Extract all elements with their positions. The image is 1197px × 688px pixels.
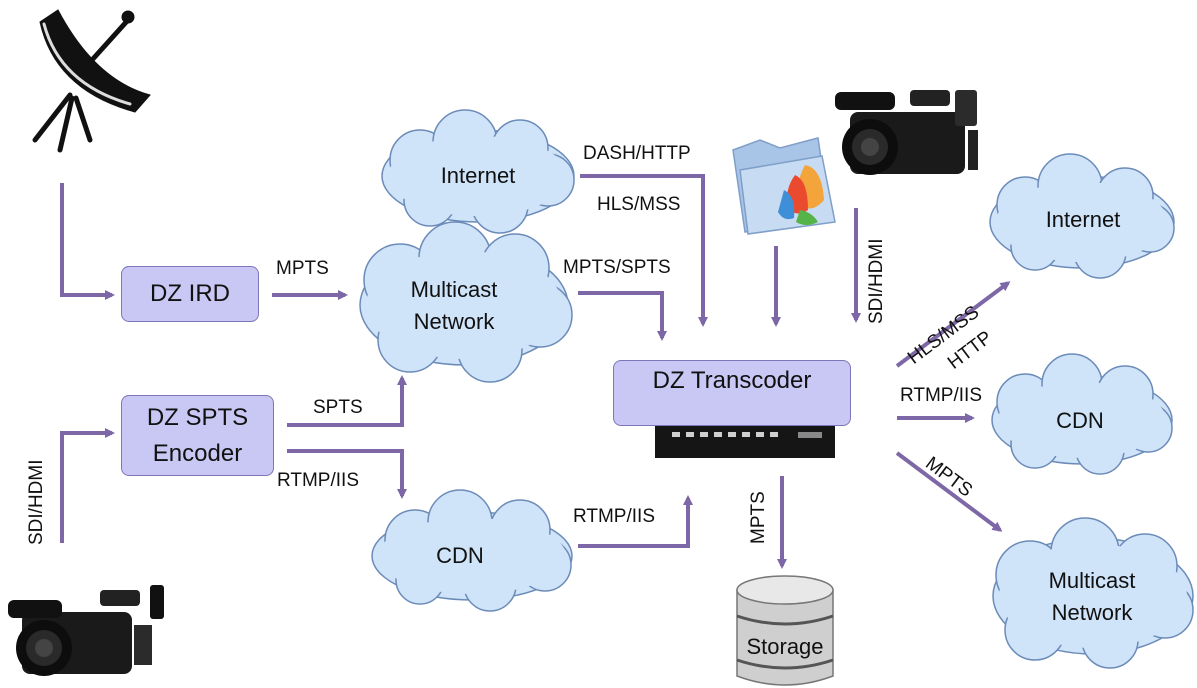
- edge-label-mpts-spts: MPTS/SPTS: [563, 257, 671, 278]
- arrow-cdn-to-transcoder: [578, 495, 693, 548]
- arrow-transcoder-to-internet: [895, 281, 1011, 368]
- cloud-label-cdn-right: CDN: [1056, 408, 1104, 433]
- edge-label-mpts-storage: MPTS: [748, 491, 769, 544]
- spts-encoder-line1: DZ SPTS: [146, 403, 249, 431]
- cloud-cdn-bottom: [371, 489, 573, 612]
- spts-encoder-node: DZ SPTS Encoder: [121, 395, 274, 476]
- edge-label-hls-mss-top: HLS/MSS: [597, 194, 681, 215]
- database-storage-icon: [736, 575, 834, 686]
- arrow-transcoder-to-multicast: [895, 451, 1003, 532]
- transcoder-node: DZ Transcoder: [613, 360, 851, 426]
- arrow-internet-to-transcoder: [580, 174, 708, 327]
- cloud-label-multicast-right-2: Network: [1051, 600, 1133, 625]
- cloud-internet-left: [381, 109, 575, 234]
- edge-label-spts: SPTS: [313, 397, 363, 418]
- ird-label: DZ IRD: [150, 280, 230, 307]
- arrow-camera-to-encoder: [60, 428, 115, 543]
- video-camera-icon: [8, 585, 164, 676]
- cloud-label-multicast-left-1: Multicast: [410, 277, 498, 302]
- cloud-label-multicast-left-2: Network: [413, 309, 495, 334]
- satellite-dish-icon: [32, 9, 151, 153]
- transcoder-label: DZ Transcoder: [652, 367, 812, 394]
- ird-node: DZ IRD: [121, 266, 259, 322]
- edge-label-sdi-hdmi-right: SDI/HDMI: [866, 238, 887, 325]
- cloud-internet-right: [989, 153, 1175, 279]
- folder-icon: [732, 137, 836, 235]
- spts-encoder-line2: Encoder: [152, 439, 243, 467]
- cloud-label-cdn-bottom: CDN: [436, 543, 484, 568]
- arrow-multicast-to-transcoder: [578, 291, 667, 341]
- cloud-cdn-right: [991, 353, 1173, 475]
- cloud-label-internet-left: Internet: [440, 163, 516, 188]
- cloud-label-multicast-right-1: Multicast: [1048, 568, 1136, 593]
- edge-label-rtmp-iis-out: RTMP/IIS: [900, 385, 982, 406]
- cloud-multicast-right: [992, 517, 1194, 669]
- edge-label-sdi-hdmi-left: SDI/HDMI: [26, 459, 47, 546]
- edge-label-mpts-ird: MPTS: [276, 258, 329, 279]
- edge-label-rtmp-iis-encoder: RTMP/IIS: [277, 470, 359, 491]
- edge-label-dash-http: DASH/HTTP: [583, 143, 691, 164]
- cloud-multicast-left: [359, 221, 573, 383]
- arrow-satellite-to-ird: [60, 183, 115, 300]
- edge-label-rtmp-iis-cdn: RTMP/IIS: [573, 506, 655, 527]
- video-camera-icon: [835, 90, 978, 175]
- arrow-encoder-to-multicast: [287, 375, 407, 427]
- storage-label: Storage: [746, 634, 824, 659]
- cloud-label-internet-right: Internet: [1045, 207, 1121, 232]
- arrow-encoder-to-cdn: [287, 449, 407, 499]
